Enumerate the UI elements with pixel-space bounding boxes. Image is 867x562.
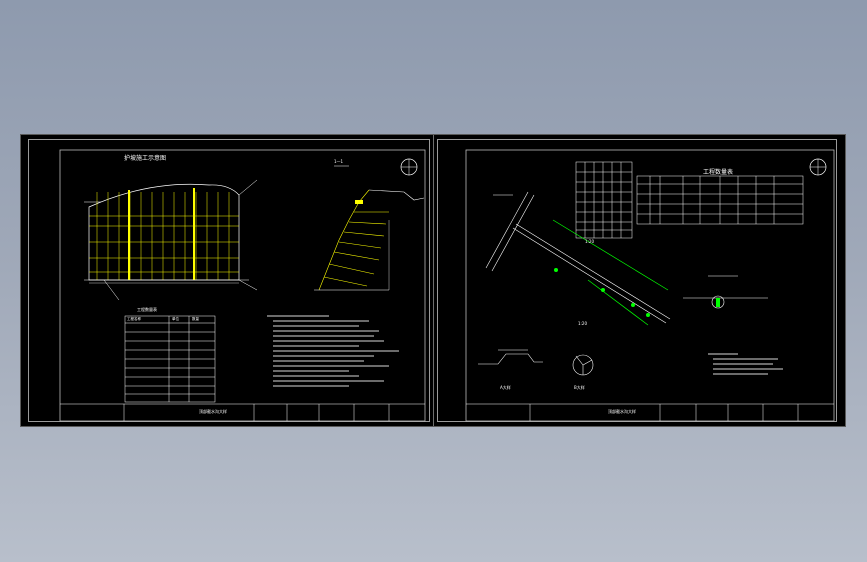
table-header-unit: 单位: [172, 317, 179, 321]
table-header-qty: 数量: [192, 317, 199, 321]
anchor-detail: [485, 191, 671, 324]
right-drawing-sheet[interactable]: 工程数量表 1:20 1:20 A大样 B大样 顶部截水沟大样: [437, 139, 837, 422]
green-dimension: [552, 219, 669, 326]
right-table-title: 工程数量表: [703, 169, 734, 176]
table-header-name: 工程名称: [127, 317, 141, 321]
rebar-grid: [575, 161, 633, 239]
right-title-block-text: 顶部截水沟大样: [608, 409, 636, 414]
left-title-block-text: 顶部截水沟大样: [199, 409, 227, 414]
slope-section: [318, 189, 389, 291]
scale-label-1: 1:20: [585, 239, 594, 244]
title-block: [60, 403, 425, 421]
left-table-title: 工程数量表: [137, 307, 157, 312]
detail-a-label: A大样: [500, 385, 511, 390]
model-space-viewport[interactable]: 护坡施工示意图 1—1 工程数量表 工程名称 单位 数量 顶部截水沟大样: [20, 134, 846, 427]
right-title-block: [466, 403, 834, 421]
left-drawing-sheet[interactable]: 护坡施工示意图 1—1 工程数量表 工程名称 单位 数量 顶部截水沟大样: [28, 139, 430, 422]
elevation-grid: [88, 183, 240, 281]
section-label: 1—1: [334, 159, 344, 164]
right-quantity-table: [636, 175, 804, 225]
left-drawing-title: 护坡施工示意图: [124, 155, 167, 162]
right-notes-block: [708, 353, 783, 375]
notes-block: [267, 315, 399, 387]
sheet-divider: [433, 135, 434, 426]
detail-a: [478, 349, 543, 365]
detail-b-label: B大样: [574, 385, 585, 390]
right-sheet-graphics: [465, 149, 835, 422]
detail-c: [683, 275, 768, 299]
scale-label-2: 1:20: [578, 321, 587, 326]
left-sheet-graphics: [59, 149, 426, 422]
quantity-table: [124, 315, 216, 403]
detail-b: [572, 354, 594, 376]
